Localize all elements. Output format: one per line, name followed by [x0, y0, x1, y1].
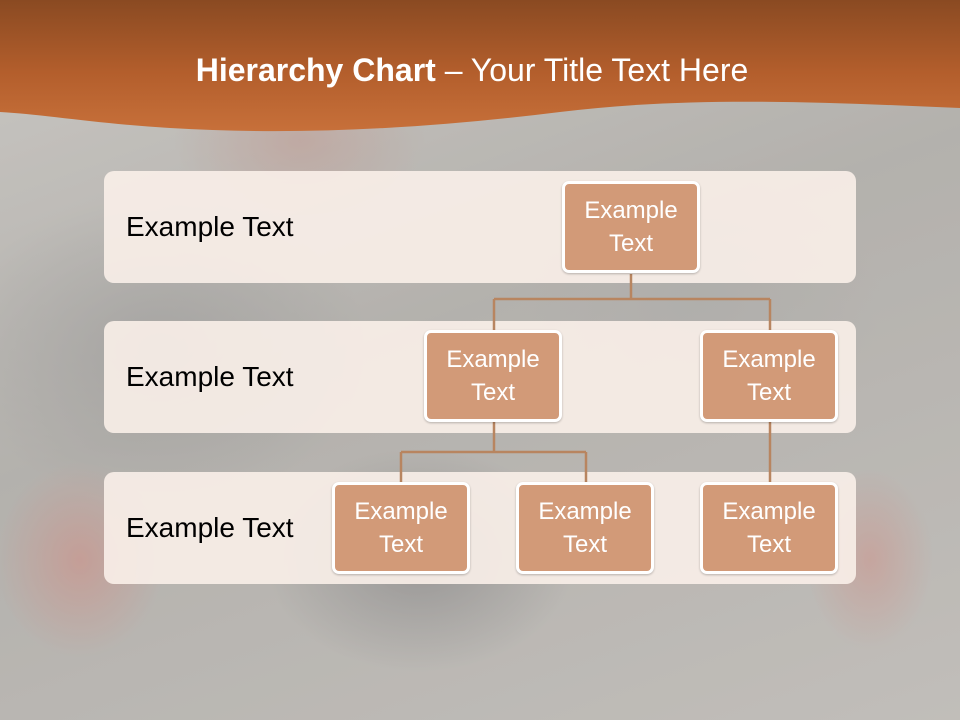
node-level3-a-label: Example Text [354, 498, 448, 558]
node-level3-b-label: Example Text [538, 498, 632, 558]
row-label-3: Example Text [126, 512, 294, 543]
node-level3-b[interactable]: Example Text [516, 482, 654, 574]
header-band: Hierarchy Chart – Your Title Text Here [0, 0, 960, 140]
node-level2-left[interactable]: Example Text [424, 330, 562, 422]
node-root-label: Example Text [584, 197, 678, 257]
node-level3-a[interactable]: Example Text [332, 482, 470, 574]
slide-title: Hierarchy Chart – Your Title Text Here [0, 52, 944, 89]
slide-title-bold: Hierarchy Chart [195, 52, 436, 88]
node-level3-c[interactable]: Example Text [700, 482, 838, 574]
level-row-1 [104, 171, 856, 283]
row-label-1: Example Text [126, 211, 294, 242]
node-level2-right-label: Example Text [722, 346, 816, 406]
node-level3-c-label: Example Text [722, 498, 816, 558]
row-label-2: Example Text [126, 361, 294, 392]
slide-title-rest: – Your Title Text Here [435, 52, 749, 88]
node-level2-right[interactable]: Example Text [700, 330, 838, 422]
node-root[interactable]: Example Text [562, 181, 700, 273]
node-level2-left-label: Example Text [446, 346, 540, 406]
